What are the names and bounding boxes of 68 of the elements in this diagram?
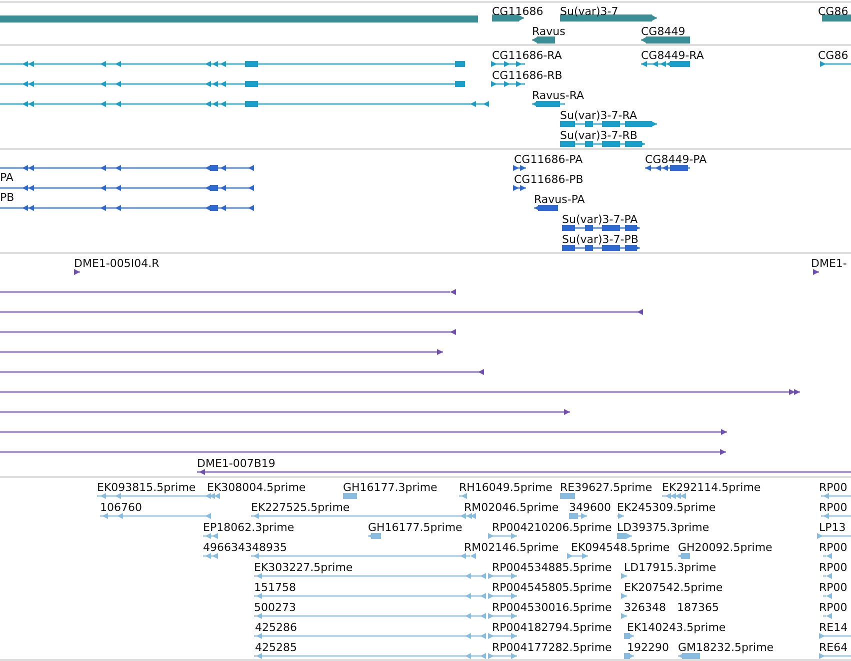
feature-label: RP00 — [819, 601, 848, 614]
feature-label: EK227525.5prime — [251, 501, 350, 514]
feature-label: Ravus — [532, 25, 566, 38]
feature-label: CG86 — [818, 5, 848, 18]
feature-label: RM02146.5prime — [464, 541, 559, 554]
feature-label: RP004182794.5prime — [492, 621, 612, 634]
feature-label: CG11686-PA — [514, 153, 583, 166]
feature-label: Su(var)3-7-RB — [560, 129, 638, 142]
feature-label: 106760 — [100, 501, 142, 514]
feature-label: LP13 — [819, 521, 846, 534]
feature-label: CG11686-RA — [492, 49, 562, 62]
feature-label: RE39627.5prime — [560, 481, 652, 494]
feature-label: 496634348935 — [203, 541, 287, 554]
feature-label: RP004177282.5prime — [492, 641, 612, 654]
feature-label: GM18232.5prime — [678, 641, 774, 654]
feature-label: LD17915.3prime — [624, 561, 716, 574]
feature-label: RM02046.5prime — [464, 501, 559, 514]
feature-label: RP00 — [819, 561, 848, 574]
feature-label: CG11686-RB — [492, 69, 562, 82]
feature-label: GH16177.3prime — [343, 481, 438, 494]
feature-label: EK245309.5prime — [617, 501, 716, 514]
feature-label: DME1-007B19 — [197, 457, 276, 470]
feature-label: GH20092.5prime — [678, 541, 772, 554]
feature-label: EK303227.5prime — [254, 561, 353, 574]
feature-label: 349600 — [569, 501, 611, 514]
feature-label: GH16177.5prime — [368, 521, 462, 534]
feature-label: LD39375.3prime — [617, 521, 710, 534]
feature-label: EK094548.5prime — [571, 541, 670, 554]
feature-label: Su(var)3-7 — [560, 5, 618, 18]
feature-label: RP00 — [819, 581, 848, 594]
feature-label: RH16049.5prime — [459, 481, 552, 494]
feature-label: Su(var)3-7-RA — [560, 109, 637, 122]
feature-label: 151758 — [254, 581, 296, 594]
feature-label: EP18062.3prime — [203, 521, 294, 534]
feature-label: RP00 — [819, 501, 848, 514]
feature-label: EK308004.5prime — [207, 481, 306, 494]
feature-label: 187365 — [677, 601, 719, 614]
feature-label: 425285 — [255, 641, 297, 654]
feature-label: CG8449-RA — [641, 49, 704, 62]
feature-label: RP004530016.5prime — [492, 601, 612, 614]
feature-label: RP004545805.5prime — [492, 581, 612, 594]
feature-label: RP004210206.5prime — [492, 521, 612, 534]
feature-label: EK292114.5prime — [662, 481, 761, 494]
feature-label: RP004534885.5prime — [492, 561, 612, 574]
feature-label: 192290 — [627, 641, 669, 654]
feature-label: CG86 — [818, 49, 848, 62]
feature-label: PB — [0, 191, 14, 204]
feature-label: 500273 — [254, 601, 296, 614]
feature-label: EK207542.5prime — [624, 581, 723, 594]
feature-label: DME1-005I04.R — [74, 257, 160, 270]
feature-label: DME1- — [811, 257, 847, 270]
feature-label: CG11686-PB — [514, 173, 584, 186]
feature-label: EK093815.5prime — [97, 481, 196, 494]
feature-label: Su(var)3-7-PB — [562, 233, 638, 246]
feature-label: PA — [0, 171, 14, 184]
feature-label: 326348 — [624, 601, 666, 614]
feature-label: EK140243.5prime — [627, 621, 726, 634]
feature-label: CG8449-PA — [645, 153, 707, 166]
feature-label: RP00 — [819, 541, 848, 554]
feature-label: CG8449 — [641, 25, 686, 38]
feature-label: RP00 — [819, 481, 848, 494]
feature-label: Ravus-RA — [532, 89, 584, 102]
feature-label: 425286 — [255, 621, 297, 634]
feature-label: Ravus-PA — [534, 193, 585, 206]
feature-label: CG11686 — [492, 5, 544, 18]
feature-label: RE14 — [819, 621, 848, 634]
feature-label: RE64 — [819, 641, 848, 654]
feature-label: Su(var)3-7-PA — [562, 213, 638, 226]
